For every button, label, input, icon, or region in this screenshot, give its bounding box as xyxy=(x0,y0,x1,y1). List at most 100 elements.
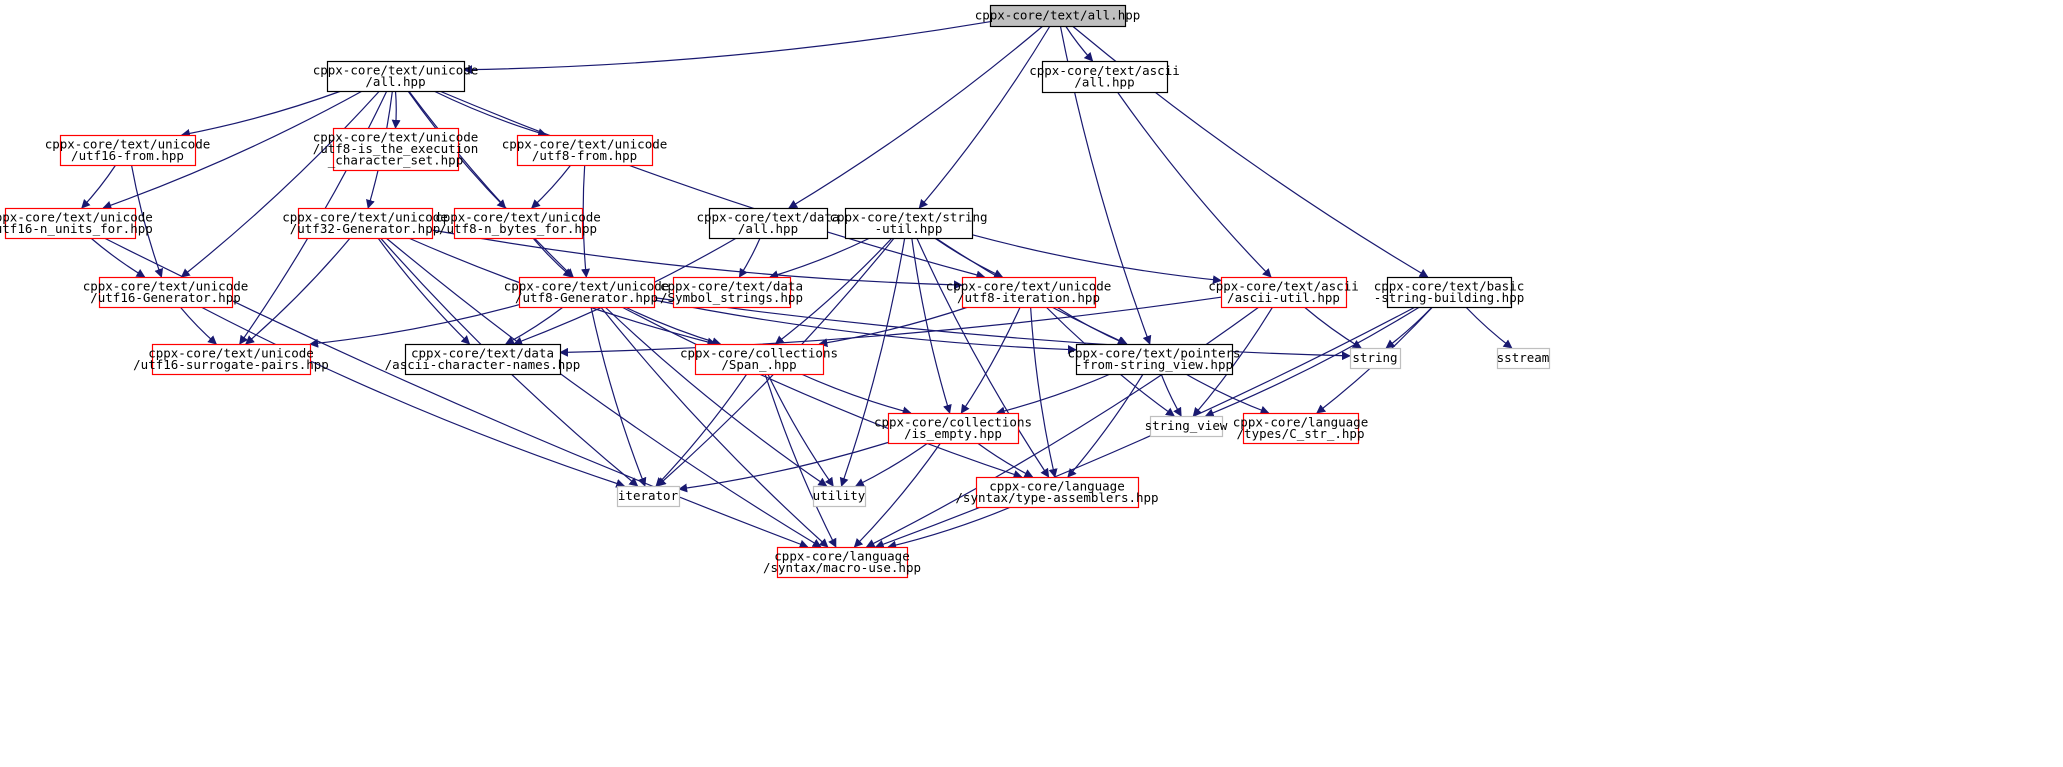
node-data_all[interactable]: cppx-core/text/data/all.hpp xyxy=(697,207,840,240)
node-u8gen[interactable]: cppx-core/text/unicode/utf8-Generator.hp… xyxy=(504,276,670,309)
node-cstr[interactable]: cppx-core/language/types/C_str_.hpp xyxy=(1233,412,1368,445)
node-box-uni_all[interactable] xyxy=(326,60,466,93)
node-strutil[interactable]: cppx-core/text/string-util.hpp xyxy=(829,207,988,240)
edge-root-to-ascii_all xyxy=(1065,25,1094,62)
node-string: string xyxy=(1349,347,1402,370)
node-box-symstr[interactable] xyxy=(672,276,792,309)
edge-u32gen-to-u8iter xyxy=(431,229,963,290)
node-box-isempty[interactable] xyxy=(887,412,1020,445)
node-box-asciiutil[interactable] xyxy=(1220,276,1348,309)
node-label-data_all-line-1: /all.hpp xyxy=(738,221,798,236)
node-u16n[interactable]: cppx-core/text/unicode/utf16-n_units_for… xyxy=(0,207,153,240)
node-box-string xyxy=(1349,347,1402,370)
node-box-u16from[interactable] xyxy=(59,134,197,167)
edge-basicsb-to-macro xyxy=(874,306,1416,549)
edge-span-to-utility xyxy=(767,373,834,487)
edge-isempty-to-macro xyxy=(853,442,942,548)
node-box-iterator xyxy=(616,485,681,508)
node-box-cstr[interactable] xyxy=(1242,412,1360,445)
node-ptrs[interactable]: cppx-core/text/pointers-from-string_view… xyxy=(1067,343,1241,376)
edge-basicsb-to-strview xyxy=(1204,306,1420,418)
edge-u16gen-to-u16sp xyxy=(179,306,217,345)
edge-isempty-to-utility xyxy=(854,442,929,487)
edge-basicsb-to-sstream xyxy=(1465,306,1513,349)
node-label-utility-line-0: utility xyxy=(813,488,866,503)
node-basicsb[interactable]: cppx-core/text/basic-string-building.hpp xyxy=(1374,276,1525,309)
edge-uni_all-to-u8exec xyxy=(391,90,401,129)
edge-u8gen-to-utility xyxy=(604,306,828,487)
node-box-u8from[interactable] xyxy=(516,134,654,167)
node-u8from[interactable]: cppx-core/text/unicode/utf8-from.hpp xyxy=(502,134,668,167)
node-label-u8gen-line-0: cppx-core/text/unicode xyxy=(504,278,670,293)
node-asciiutil[interactable]: cppx-core/text/ascii/ascii-util.hpp xyxy=(1208,276,1359,309)
node-u8nb[interactable]: cppx-core/text/unicode/utf8-n_bytes_for.… xyxy=(435,207,601,240)
node-label-u8exec-line-2: _character_set.hpp xyxy=(328,153,463,168)
node-u8exec[interactable]: cppx-core/text/unicode/utf8-is_the_execu… xyxy=(313,127,479,172)
node-u16from[interactable]: cppx-core/text/unicode/utf16-from.hpp xyxy=(45,134,211,167)
edge-u16from-to-u16gen xyxy=(130,164,164,278)
node-box-acn[interactable] xyxy=(404,343,562,376)
node-macro[interactable]: cppx-core/language/syntax/macro-use.hpp xyxy=(763,546,921,579)
node-u16gen[interactable]: cppx-core/text/unicode/utf16-Generator.h… xyxy=(83,276,249,309)
edge-span-to-macro xyxy=(764,373,837,548)
edge-asciiutil-to-strview xyxy=(1192,306,1274,417)
node-label-acn-line-1: /ascii-character-names.hpp xyxy=(385,357,581,372)
node-label-u8iter-line-1: /utf8-iteration.hpp xyxy=(957,290,1100,305)
edge-u8iter-to-typeasm xyxy=(1030,306,1058,478)
node-box-u16sp[interactable] xyxy=(151,343,312,376)
node-u16sp[interactable]: cppx-core/text/unicode/utf16-surrogate-p… xyxy=(133,343,329,376)
edge-strutil-to-typeasm xyxy=(916,237,1050,478)
node-box-basicsb[interactable] xyxy=(1386,276,1513,309)
node-label-basicsb-line-0: cppx-core/text/basic xyxy=(1374,278,1525,293)
node-box-ptrs[interactable] xyxy=(1075,343,1234,376)
edge-ascii_all-to-asciiutil xyxy=(1116,91,1272,278)
node-box-macro[interactable] xyxy=(776,546,909,579)
node-symstr[interactable]: cppx-core/text/data/Symbol_strings.hpp xyxy=(660,276,803,309)
node-box-u8gen[interactable] xyxy=(518,276,656,309)
node-box-u16n[interactable] xyxy=(4,207,137,240)
node-u8iter[interactable]: cppx-core/text/unicode/utf8-iteration.hp… xyxy=(946,276,1112,309)
node-label-macro-line-0: cppx-core/language xyxy=(774,548,909,563)
node-label-cstr-line-0: cppx-core/language xyxy=(1233,414,1368,429)
node-sstream: sstream xyxy=(1496,347,1551,370)
node-uni_all[interactable]: cppx-core/text/unicode/all.hpp xyxy=(313,60,479,93)
node-label-u8exec-line-1: /utf8-is_the_execution xyxy=(313,141,479,156)
node-box-typeasm[interactable] xyxy=(975,476,1140,509)
node-strview: string_view xyxy=(1145,415,1228,438)
node-box-u8nb[interactable] xyxy=(453,207,584,240)
node-label-strview-line-0: string_view xyxy=(1145,418,1228,433)
node-box-u8iter[interactable] xyxy=(961,276,1097,309)
edge-uni_all-to-u16from xyxy=(180,90,342,138)
edge-strutil-to-span xyxy=(774,237,893,345)
edge-u8iter-to-ptrs xyxy=(1056,306,1127,345)
node-ascii_all[interactable]: cppx-core/text/ascii/all.hpp xyxy=(1029,60,1180,94)
node-label-u8exec-line-0: cppx-core/text/unicode xyxy=(313,130,479,145)
node-label-ptrs-line-1: -from-string_view.hpp xyxy=(1075,357,1233,372)
edge-asciiutil-to-macro xyxy=(865,306,1260,548)
node-box-u16gen[interactable] xyxy=(98,276,234,309)
node-acn[interactable]: cppx-core/text/data/ascii-character-name… xyxy=(385,343,581,376)
node-box-data_all[interactable] xyxy=(708,207,829,240)
node-box-strutil[interactable] xyxy=(844,207,974,240)
node-iterator: iterator xyxy=(616,485,681,508)
edge-asciiutil-to-string xyxy=(1303,306,1362,349)
node-u32gen[interactable]: cppx-core/text/unicode/utf32-Generator.h… xyxy=(282,207,448,240)
edge-ptrs-to-strview xyxy=(1160,373,1182,417)
node-box-sstream xyxy=(1496,347,1551,370)
node-box-u32gen[interactable] xyxy=(297,207,434,240)
node-label-typeasm-line-0: cppx-core/language xyxy=(989,478,1124,493)
node-isempty[interactable]: cppx-core/collections/is_empty.hpp xyxy=(874,412,1032,445)
node-label-macro-line-1: /syntax/macro-use.hpp xyxy=(763,560,921,575)
node-label-typeasm-line-1: /syntax/type-assemblers.hpp xyxy=(955,490,1158,505)
node-box-span[interactable] xyxy=(694,343,825,376)
node-typeasm[interactable]: cppx-core/language/syntax/type-assembler… xyxy=(955,476,1159,509)
edge-u8from-to-u8gen xyxy=(581,164,591,278)
node-span[interactable]: cppx-core/collections/Span_.hpp xyxy=(680,343,838,376)
edge-u8gen-to-span xyxy=(624,306,722,346)
node-box-ascii_all[interactable] xyxy=(1041,60,1169,94)
edge-asciiutil-to-acn xyxy=(559,296,1222,357)
edge-u8gen-to-ptrs xyxy=(653,299,1077,354)
node-box-u8exec[interactable] xyxy=(332,127,460,172)
edge-span-to-iterator xyxy=(655,373,748,487)
node-label-u16gen-line-1: /utf16-Generator.hpp xyxy=(90,290,241,305)
